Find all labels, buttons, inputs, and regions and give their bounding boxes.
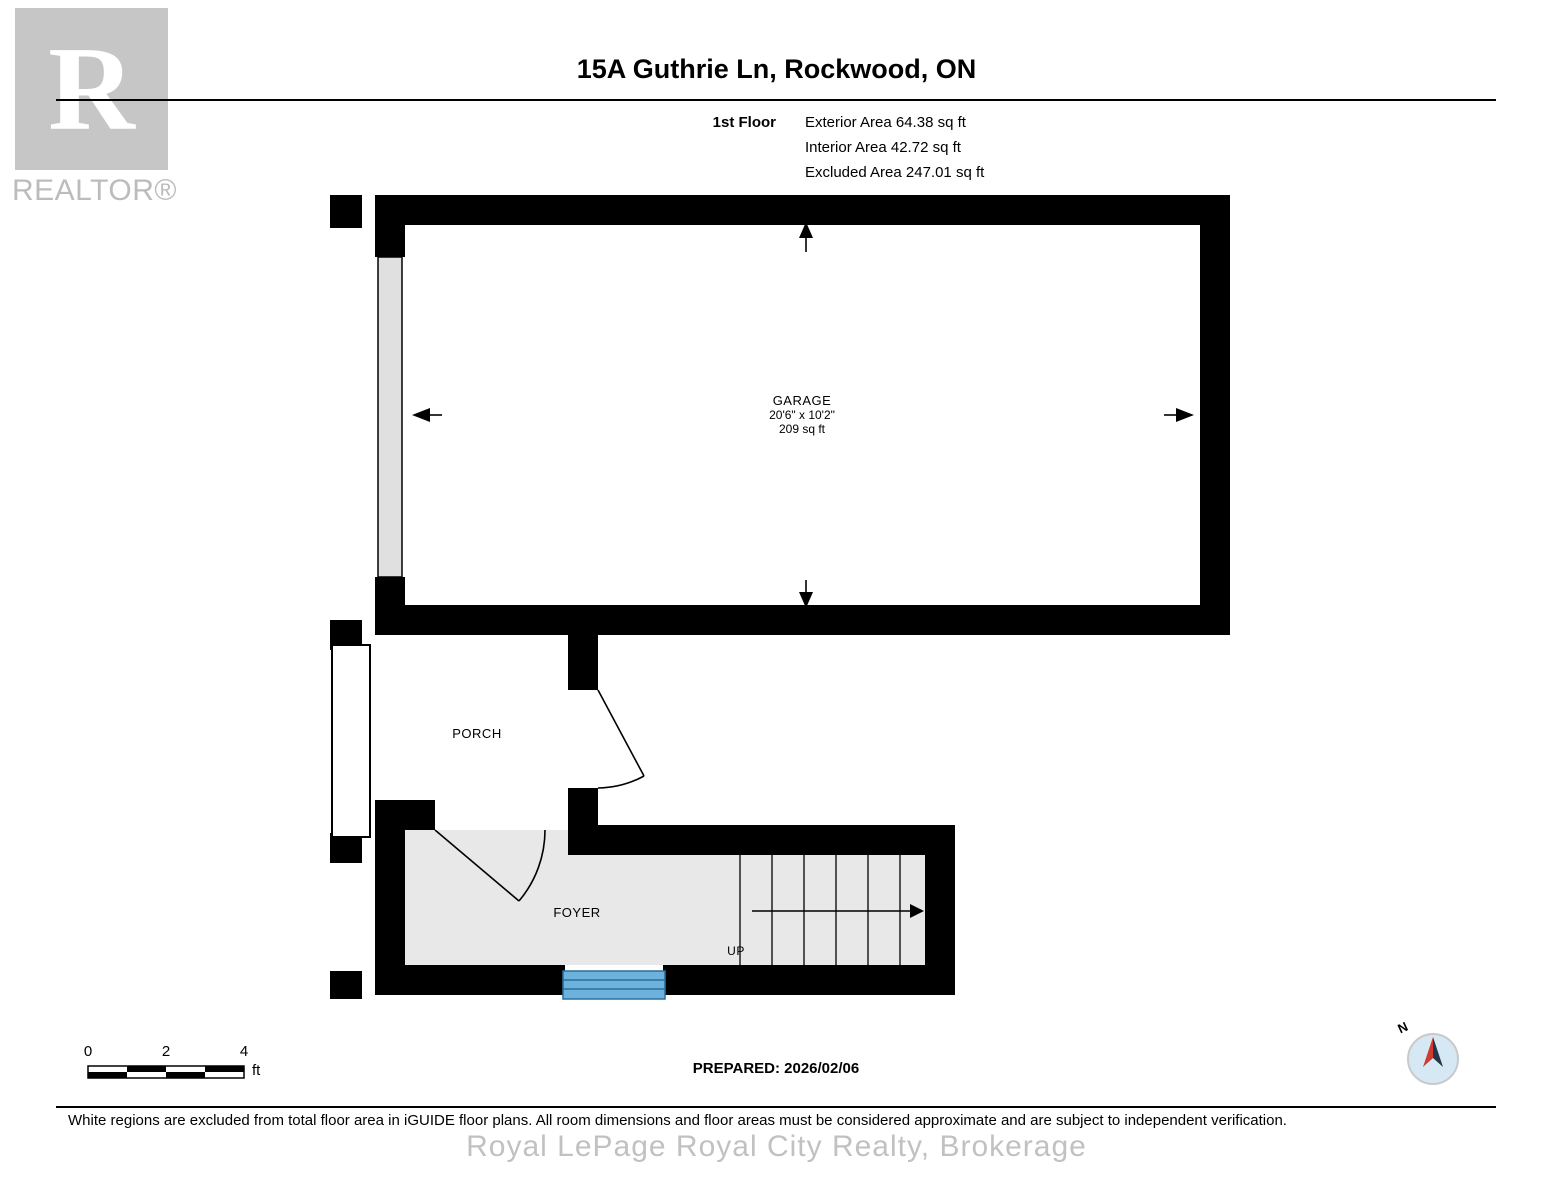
garage-door-window (377, 256, 403, 578)
brokerage-watermark: Royal LePage Royal City Realty, Brokerag… (466, 1130, 1087, 1163)
stat-interior-area: Interior Area 42.72 sq ft (805, 139, 961, 156)
page-title: 15A Guthrie Ln, Rockwood, ON (576, 54, 977, 84)
wall-foyer-bottom-right (663, 965, 955, 995)
garage-name: GARAGE (772, 393, 832, 408)
wall-garage-left-top (375, 225, 405, 257)
title-divider (56, 99, 1496, 101)
porch-room-label: PORCH (452, 726, 502, 741)
foyer-floor-left (405, 830, 568, 965)
stairs-direction-arrow (752, 904, 924, 918)
dim-arrow-up-head (799, 222, 813, 238)
scale-unit-label: ft (252, 1062, 261, 1079)
wall-porch-right-bottom (568, 788, 598, 855)
porch-door (597, 689, 645, 789)
realtor-wordmark: REALTOR® (12, 174, 178, 207)
stat-excluded-area: Excluded Area 247.01 sq ft (805, 164, 985, 181)
realtor-logo-glyph: R (48, 22, 135, 155)
prepared-date: PREPARED: 2026/02/06 (692, 1060, 860, 1077)
dim-arrow-down-head (799, 592, 813, 608)
wall-foyer-bottom-left (375, 965, 565, 995)
wall-corner-block (330, 195, 362, 228)
wall-foyer-left (375, 800, 405, 995)
scale-tick-4: 4 (239, 1043, 249, 1060)
wall-garage-right (1200, 225, 1230, 635)
scale-bar-segment (205, 1066, 244, 1072)
realtor-logo: R (15, 8, 168, 170)
scale-bar-segment (127, 1066, 166, 1072)
foyer-door-swing (518, 829, 546, 902)
scale-tick-2: 2 (161, 1043, 171, 1060)
foyer-floor-right (568, 855, 925, 965)
scale-bar (87, 1065, 245, 1079)
exterior-steps (562, 970, 666, 1000)
scale-bar-segment (88, 1072, 127, 1078)
porch-pillar-bottom (330, 971, 362, 999)
footer-divider (56, 1106, 1496, 1108)
porch-door-leaf (597, 689, 645, 777)
foyer-room-label: FOYER (553, 905, 601, 920)
disclaimer-text: White regions are excluded from total fl… (68, 1112, 1287, 1129)
stat-exterior-area: Exterior Area 64.38 sq ft (805, 114, 966, 131)
dimension-arrows (412, 222, 1194, 608)
compass-needle-dark (1433, 1037, 1443, 1067)
scale-tick-0: 0 (83, 1043, 93, 1060)
compass-needle-red (1423, 1037, 1433, 1067)
garage-room-label: GARAGE 20'6" x 10'2" 209 sq ft (702, 393, 902, 437)
dim-arrow-left-head (412, 408, 430, 422)
wall-garage-top (375, 195, 1230, 225)
porch-railing (331, 644, 371, 838)
compass (1407, 1033, 1459, 1085)
wall-garage-bottom (375, 605, 1230, 635)
stairs-up-label: UP (727, 944, 745, 958)
floor-label: 1st Floor (712, 114, 776, 131)
foyer-walls (375, 800, 955, 995)
garage-area: 209 sq ft (778, 422, 826, 436)
wall-garage-left-bottom (375, 577, 405, 605)
area-stats: Exterior Area 64.38 sq ft Interior Area … (805, 110, 984, 185)
garage-walls (330, 195, 1230, 635)
dim-arrow-right-head (1176, 408, 1194, 422)
compass-circle (1407, 1033, 1459, 1085)
exterior-steps-block (562, 970, 666, 1000)
foyer-floor (405, 830, 925, 965)
stairs (739, 855, 901, 965)
wall-porch-right-top (568, 635, 598, 690)
wall-foyer-top (598, 825, 955, 855)
porch-door-swing (597, 775, 645, 789)
scale-bar-segment (166, 1072, 205, 1078)
foyer-door-leaf (434, 829, 520, 902)
porch-walls (568, 635, 598, 855)
foyer-door (434, 829, 546, 902)
stairs-arrow-head (910, 904, 924, 918)
garage-dimensions: 20'6" x 10'2" (769, 408, 835, 422)
